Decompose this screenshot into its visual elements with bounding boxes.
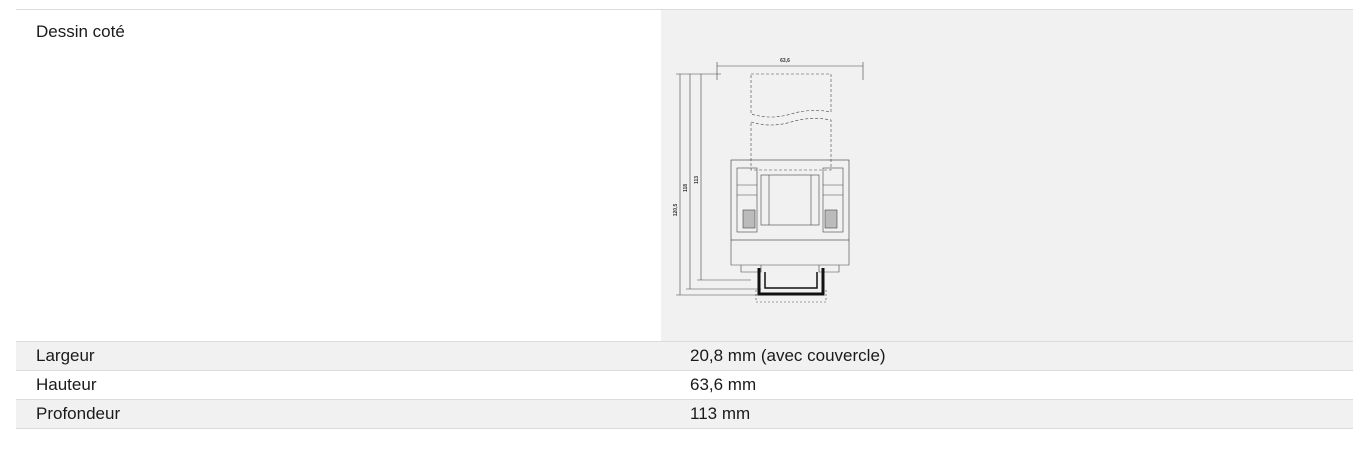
row-label: Largeur — [16, 342, 661, 370]
dimension-drawing-cell: 63,6 120,5 118 113 — [661, 10, 1353, 341]
table-row-hauteur: Hauteur 63,6 mm — [16, 371, 1353, 400]
dim-width-label: 63,6 — [780, 58, 790, 64]
row-value: 63,6 mm — [661, 371, 1353, 399]
row-label: Dessin coté — [16, 10, 661, 341]
table-row-profondeur: Profondeur 113 mm — [16, 400, 1353, 429]
dim-h3-label: 113 — [694, 176, 700, 184]
dim-h2-label: 118 — [683, 184, 689, 192]
row-label: Hauteur — [16, 371, 661, 399]
specs-table: Dessin coté — [16, 9, 1353, 429]
dimensional-drawing: 63,6 120,5 118 113 — [673, 58, 864, 303]
row-value: 20,8 mm (avec couvercle) — [661, 342, 1353, 370]
row-label: Profondeur — [16, 400, 661, 428]
table-row-largeur: Largeur 20,8 mm (avec couvercle) — [16, 342, 1353, 371]
row-value: 113 mm — [661, 400, 1353, 428]
table-row-dimension-drawing: Dessin coté — [16, 10, 1353, 342]
dim-h1-label: 120,5 — [673, 204, 679, 217]
